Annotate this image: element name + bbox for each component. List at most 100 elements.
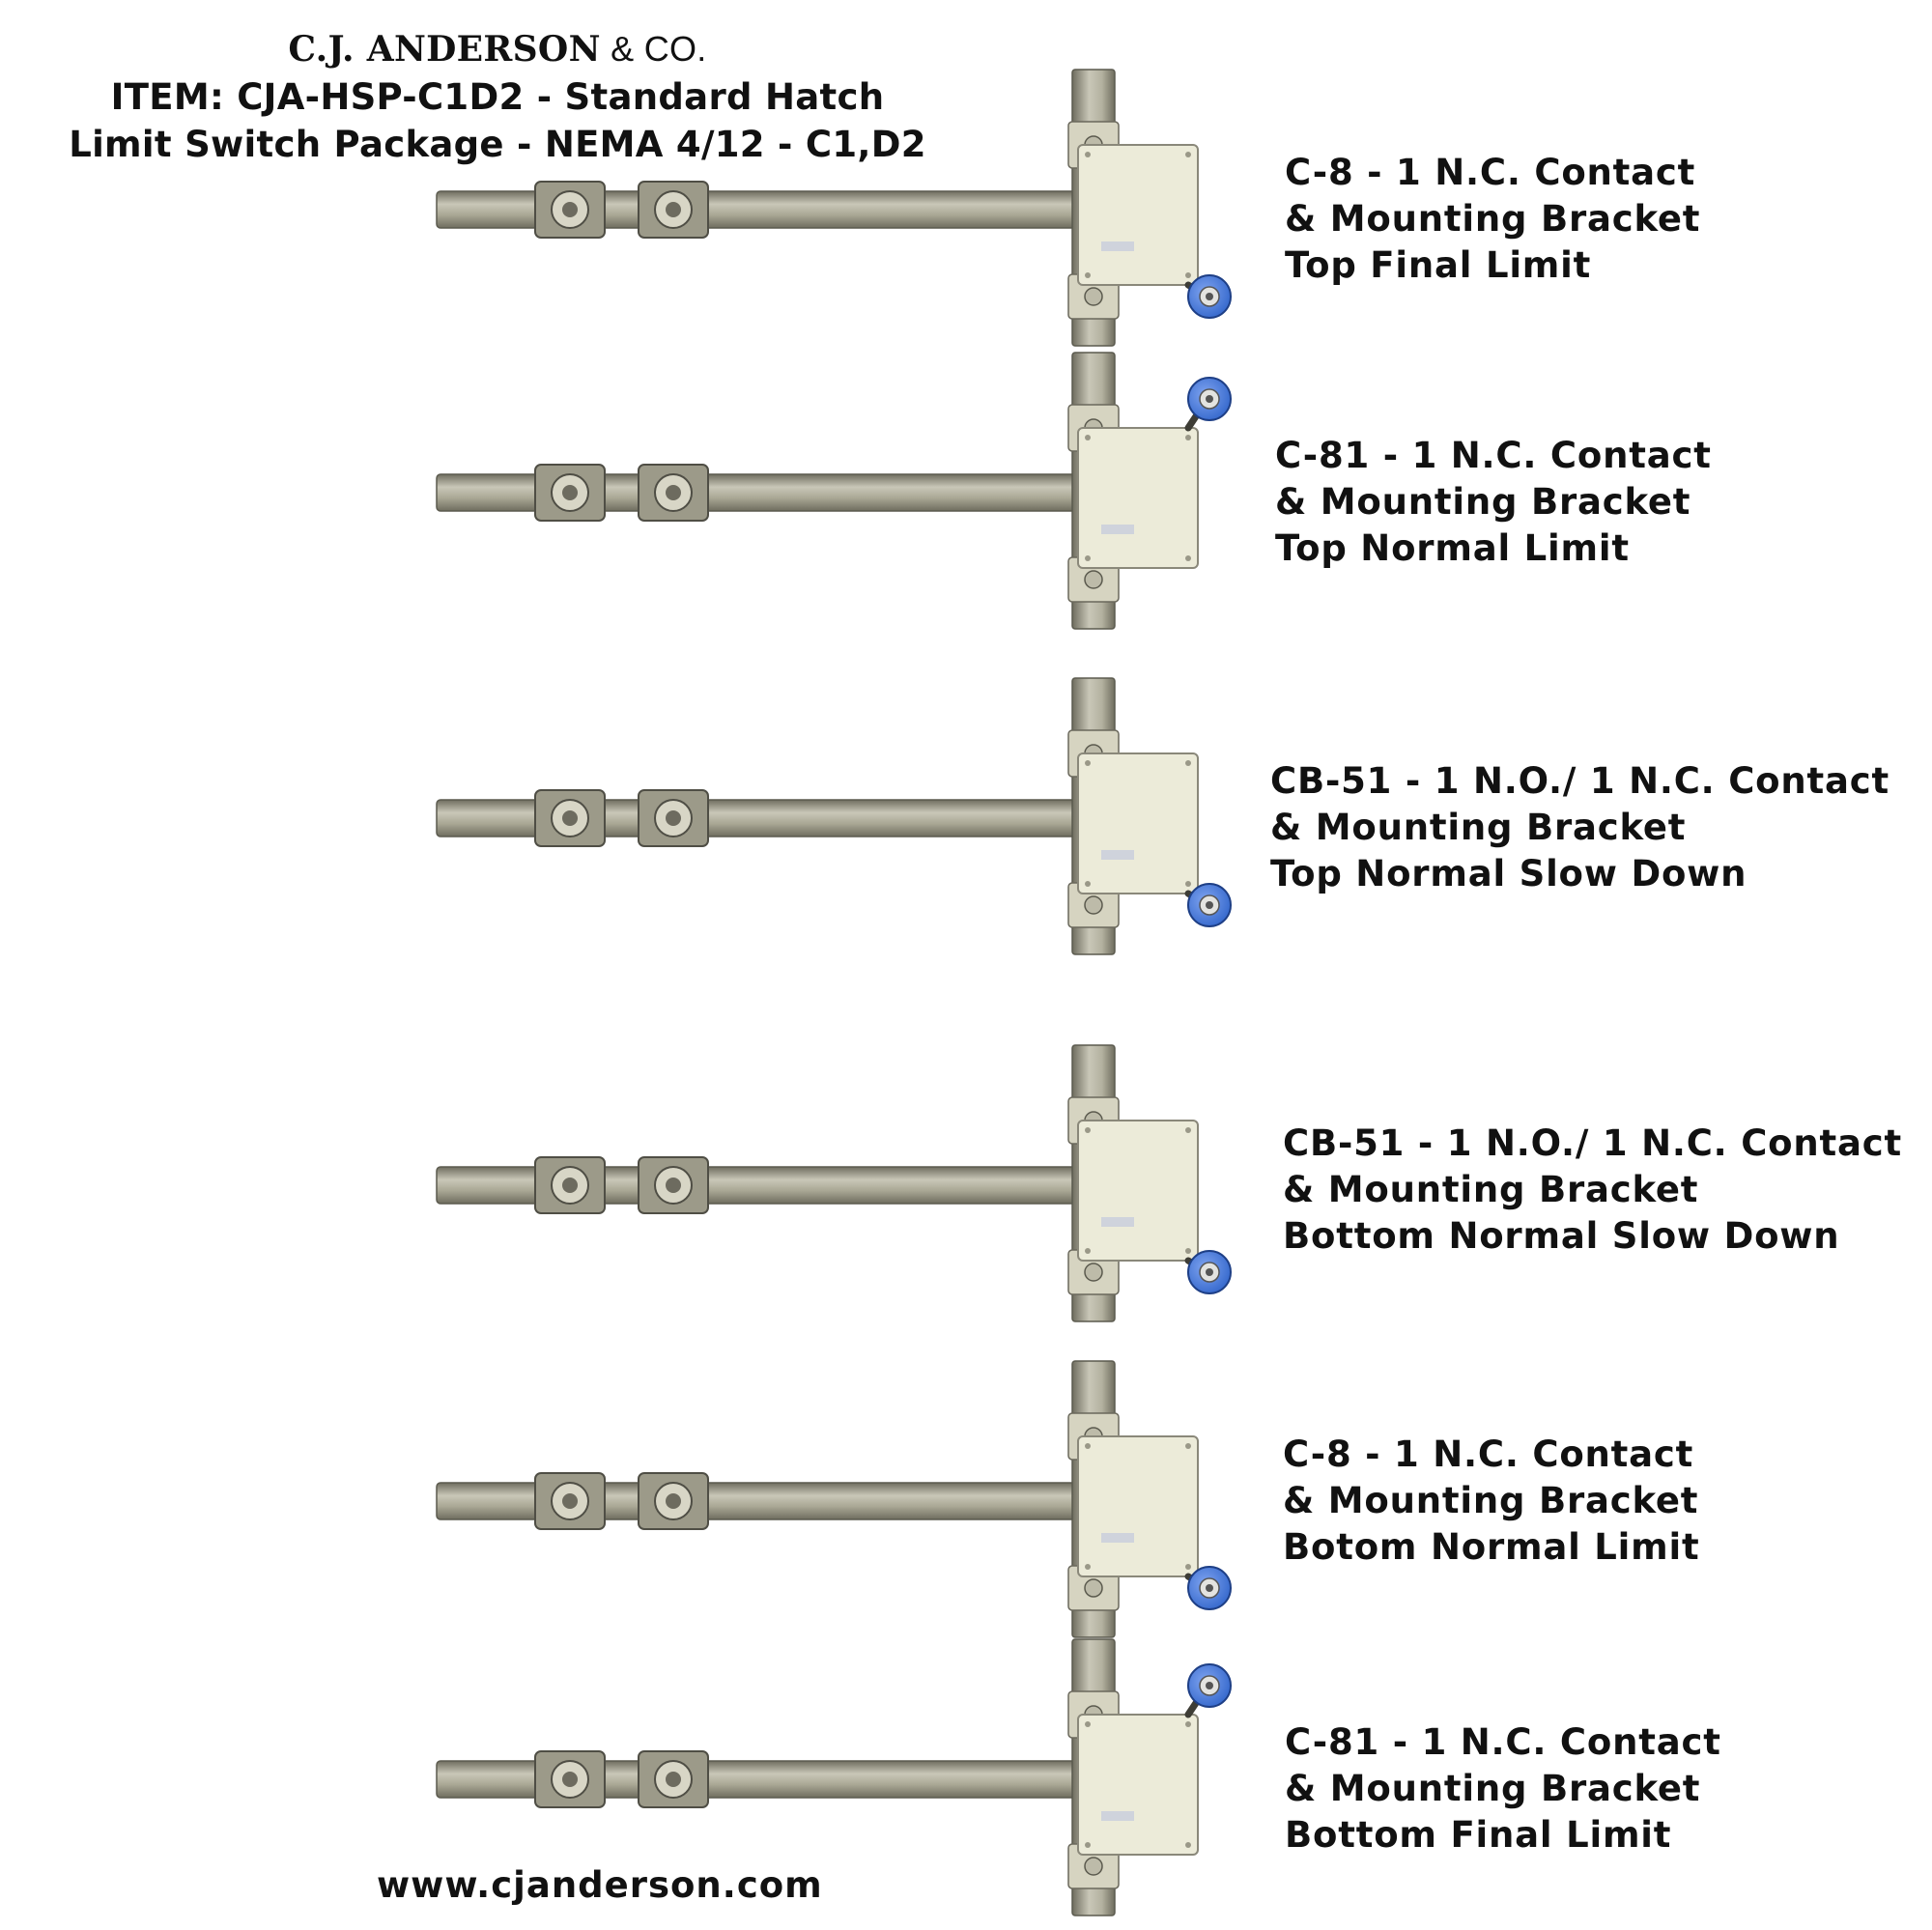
enclosure-screw	[1185, 152, 1191, 157]
enclosure-nameplate	[1101, 1533, 1134, 1543]
bracket-bolt	[1084, 1263, 1103, 1282]
horizontal-arm	[436, 473, 1085, 512]
arm-clamp	[534, 464, 606, 522]
roller-axle	[1206, 1268, 1213, 1276]
horizontal-arm	[436, 190, 1085, 229]
enclosure-screw	[1185, 1248, 1191, 1254]
enclosure-screw	[1185, 1721, 1191, 1727]
item-line: ITEM: CJA-HSP-C1D2 - Standard Hatch	[110, 76, 885, 118]
enclosure-screw	[1185, 1443, 1191, 1449]
enclosure-screw	[1085, 435, 1091, 440]
limit-switch-assembly-image	[436, 1638, 1232, 1916]
switch-caption: C-81 - 1 N.C. Contact & Mounting Bracket…	[1285, 1719, 1721, 1859]
switch-bracket-line: & Mounting Bracket	[1285, 1768, 1701, 1809]
limit-switch-assembly-image	[436, 677, 1232, 955]
enclosure-screw	[1085, 272, 1091, 278]
bracket-bolt	[1084, 287, 1103, 306]
roller-axle	[1206, 901, 1213, 909]
arm-clamp	[534, 1156, 606, 1214]
switch-function-line: Top Normal Limit	[1275, 527, 1630, 569]
horizontal-arm	[436, 1482, 1085, 1520]
enclosure-screw	[1185, 272, 1191, 278]
roller-axle	[1206, 395, 1213, 403]
switch-function-line: Bottom Final Limit	[1285, 1814, 1672, 1856]
enclosure-screw	[1185, 760, 1191, 766]
enclosure-screw	[1085, 1443, 1091, 1449]
switch-enclosure	[1077, 1714, 1199, 1856]
roller-axle	[1206, 1682, 1213, 1689]
limit-switch-assembly-image	[436, 352, 1232, 630]
enclosure-screw	[1085, 1842, 1091, 1848]
catalog-header: C.J. ANDERSON & CO. ITEM: CJA-HSP-C1D2 -…	[39, 25, 956, 168]
enclosure-screw	[1185, 881, 1191, 887]
arm-clamp	[638, 464, 709, 522]
arm-clamp	[638, 1156, 709, 1214]
arm-clamp	[534, 1472, 606, 1530]
enclosure-screw	[1085, 1248, 1091, 1254]
switch-enclosure	[1077, 1435, 1199, 1577]
switch-function-line: Botom Normal Limit	[1283, 1526, 1700, 1568]
arm-clamp	[638, 789, 709, 847]
enclosure-screw	[1085, 881, 1091, 887]
arm-clamp	[534, 789, 606, 847]
enclosure-screw	[1085, 555, 1091, 561]
switch-bracket-line: & Mounting Bracket	[1283, 1169, 1699, 1210]
switch-bracket-line: & Mounting Bracket	[1285, 198, 1701, 240]
enclosure-screw	[1085, 760, 1091, 766]
enclosure-nameplate	[1101, 1811, 1134, 1821]
switch-enclosure	[1077, 1120, 1199, 1262]
enclosure-nameplate	[1101, 241, 1134, 251]
bracket-bolt	[1084, 1857, 1103, 1876]
switch-caption: CB-51 - 1 N.O./ 1 N.C. Contact & Mountin…	[1270, 758, 1889, 897]
enclosure-nameplate	[1101, 850, 1134, 860]
switch-model-line: C-81 - 1 N.C. Contact	[1275, 435, 1712, 476]
switch-enclosure	[1077, 427, 1199, 569]
switch-model-line: CB-51 - 1 N.O./ 1 N.C. Contact	[1283, 1122, 1902, 1164]
switch-bracket-line: & Mounting Bracket	[1270, 807, 1687, 848]
switch-model-line: C-8 - 1 N.C. Contact	[1285, 152, 1696, 193]
roller-axle	[1206, 293, 1213, 300]
enclosure-screw	[1085, 1127, 1091, 1133]
switch-function-line: Bottom Normal Slow Down	[1283, 1215, 1840, 1257]
website-url: www.cjanderson.com	[377, 1864, 823, 1906]
switch-bracket-line: & Mounting Bracket	[1275, 481, 1691, 523]
enclosure-nameplate	[1101, 525, 1134, 534]
limit-switch-assembly-image	[436, 69, 1232, 347]
enclosure-screw	[1185, 1564, 1191, 1570]
horizontal-arm	[436, 1166, 1085, 1205]
switch-caption: C-8 - 1 N.C. Contact & Mounting Bracket …	[1285, 150, 1700, 289]
switch-model-line: C-81 - 1 N.C. Contact	[1285, 1721, 1721, 1763]
arm-clamp	[638, 1472, 709, 1530]
enclosure-screw	[1085, 1564, 1091, 1570]
bracket-bolt	[1084, 570, 1103, 589]
enclosure-nameplate	[1101, 1217, 1134, 1227]
horizontal-arm	[436, 1760, 1085, 1799]
package-line: Limit Switch Package - NEMA 4/12 - C1,D2	[69, 124, 926, 165]
switch-function-line: Top Normal Slow Down	[1270, 853, 1747, 894]
arm-clamp	[534, 181, 606, 239]
limit-switch-assembly-image	[436, 1044, 1232, 1322]
switch-model-line: C-8 - 1 N.C. Contact	[1283, 1433, 1694, 1475]
switch-enclosure	[1077, 144, 1199, 286]
enclosure-screw	[1185, 435, 1191, 440]
arm-clamp	[638, 181, 709, 239]
switch-caption: CB-51 - 1 N.O./ 1 N.C. Contact & Mountin…	[1283, 1121, 1902, 1260]
arm-clamp	[638, 1750, 709, 1808]
roller-axle	[1206, 1584, 1213, 1592]
switch-enclosure	[1077, 752, 1199, 894]
switch-caption: C-8 - 1 N.C. Contact & Mounting Bracket …	[1283, 1432, 1699, 1571]
enclosure-screw	[1085, 152, 1091, 157]
bracket-bolt	[1084, 1578, 1103, 1598]
brand-suffix: & CO.	[600, 29, 707, 69]
switch-function-line: Top Final Limit	[1285, 244, 1592, 286]
switch-model-line: CB-51 - 1 N.O./ 1 N.C. Contact	[1270, 760, 1889, 802]
switch-bracket-line: & Mounting Bracket	[1283, 1480, 1699, 1521]
switch-caption: C-81 - 1 N.C. Contact & Mounting Bracket…	[1275, 433, 1712, 572]
enclosure-screw	[1085, 1721, 1091, 1727]
brand-name: C.J. ANDERSON	[288, 29, 601, 70]
arm-clamp	[534, 1750, 606, 1808]
bracket-bolt	[1084, 895, 1103, 915]
enclosure-screw	[1185, 1127, 1191, 1133]
limit-switch-assembly-image	[436, 1360, 1232, 1638]
brand-line: C.J. ANDERSON & CO.	[39, 25, 956, 73]
